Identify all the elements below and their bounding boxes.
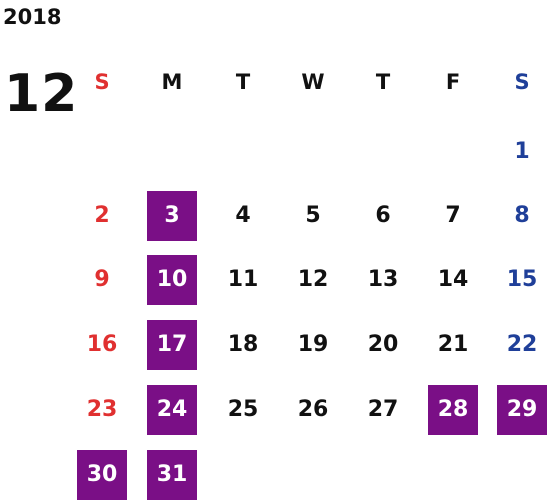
weekday-monday: M [161, 70, 183, 94]
day-cell-17[interactable]: 17 [147, 320, 197, 370]
day-cell-25[interactable]: 25 [227, 397, 259, 422]
day-cell-28[interactable]: 28 [428, 385, 478, 435]
day-cell-21[interactable]: 21 [437, 332, 469, 357]
month-number: 12 [4, 64, 79, 124]
day-cell-23[interactable]: 23 [86, 397, 118, 422]
day-cell-10[interactable]: 10 [147, 255, 197, 305]
day-cell-5[interactable]: 5 [305, 203, 321, 228]
weekday-saturday: S [514, 70, 530, 94]
day-cell-27[interactable]: 27 [367, 397, 399, 422]
weekday-wednesday: W [301, 70, 325, 94]
day-cell-6[interactable]: 6 [375, 203, 391, 228]
weekday-thursday: T [375, 70, 391, 94]
day-cell-15[interactable]: 15 [506, 267, 538, 292]
day-cell-3[interactable]: 3 [147, 191, 197, 241]
day-cell-16[interactable]: 16 [86, 332, 118, 357]
day-cell-2[interactable]: 2 [94, 203, 110, 228]
day-cell-26[interactable]: 26 [297, 397, 329, 422]
day-cell-1[interactable]: 1 [514, 139, 530, 164]
day-cell-20[interactable]: 20 [367, 332, 399, 357]
day-cell-31[interactable]: 31 [147, 450, 197, 500]
day-cell-14[interactable]: 14 [437, 267, 469, 292]
day-cell-7[interactable]: 7 [445, 203, 461, 228]
weekday-sunday: S [94, 70, 110, 94]
day-cell-24[interactable]: 24 [147, 385, 197, 435]
year-label: 2018 [3, 5, 62, 29]
day-cell-8[interactable]: 8 [514, 203, 530, 228]
day-cell-30[interactable]: 30 [77, 450, 127, 500]
day-cell-29[interactable]: 29 [497, 385, 547, 435]
day-cell-11[interactable]: 11 [227, 267, 259, 292]
day-cell-9[interactable]: 9 [94, 267, 110, 292]
day-cell-13[interactable]: 13 [367, 267, 399, 292]
weekday-friday: F [445, 70, 461, 94]
day-cell-19[interactable]: 19 [297, 332, 329, 357]
day-cell-4[interactable]: 4 [235, 203, 251, 228]
day-cell-18[interactable]: 18 [227, 332, 259, 357]
day-cell-12[interactable]: 12 [297, 267, 329, 292]
weekday-tuesday: T [235, 70, 251, 94]
day-cell-22[interactable]: 22 [506, 332, 538, 357]
